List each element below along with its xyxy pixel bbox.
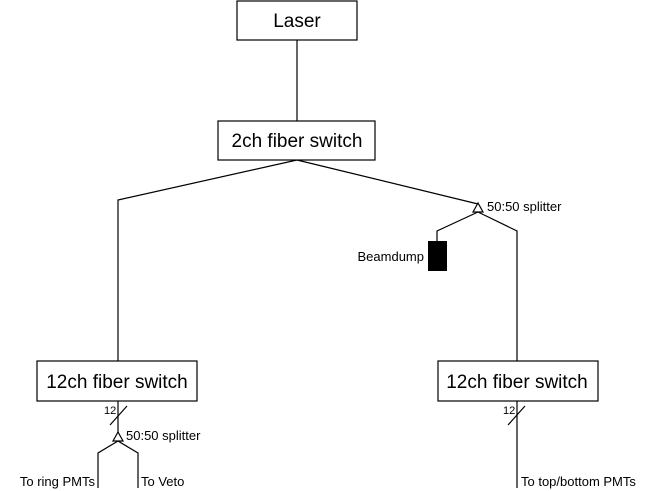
laser-label: Laser bbox=[273, 11, 321, 32]
right-bundle-slash bbox=[507, 405, 526, 426]
switch-2ch-label: 2ch fiber switch bbox=[232, 131, 363, 152]
switch-12ch-left-node[interactable]: 12ch fiber switch bbox=[36, 360, 198, 402]
bottom-splitter-to-veto-line bbox=[117, 440, 139, 488]
laser-node[interactable]: Laser bbox=[236, 0, 358, 41]
beamdump-block bbox=[428, 241, 447, 271]
bottom-splitter-label: 50:50 splitter bbox=[126, 428, 201, 443]
top-splitter-icon bbox=[471, 201, 485, 213]
left-bundle-count: 12 bbox=[104, 405, 116, 417]
top-splitter-to-right-switch-line bbox=[477, 211, 518, 361]
output-ring-label: To ring PMTs bbox=[20, 474, 96, 489]
switch-12ch-right-node[interactable]: 12ch fiber switch bbox=[437, 360, 599, 402]
bottom-splitter-icon bbox=[111, 430, 125, 442]
beamdump-label: Beamdump bbox=[358, 249, 424, 264]
output-veto-label: To Veto bbox=[141, 474, 184, 489]
right-bundle-count: 12 bbox=[503, 405, 515, 417]
switch-12ch-right-label: 12ch fiber switch bbox=[446, 372, 588, 393]
switch-12ch-left-label: 12ch fiber switch bbox=[46, 372, 188, 393]
top-splitter-label: 50:50 splitter bbox=[487, 199, 562, 214]
top-splitter-to-beamdump-line bbox=[436, 211, 479, 241]
2ch-to-top-splitter-line bbox=[296, 159, 479, 205]
bundle-marks bbox=[109, 405, 526, 426]
2ch-to-left-switch-line bbox=[117, 159, 298, 361]
switch-2ch-node[interactable]: 2ch fiber switch bbox=[217, 120, 376, 161]
bottom-splitter-to-ring-line bbox=[97, 440, 119, 488]
output-top-bottom-label: To top/bottom PMTs bbox=[521, 474, 636, 489]
left-bundle-slash bbox=[109, 405, 128, 426]
connections bbox=[97, 40, 518, 488]
